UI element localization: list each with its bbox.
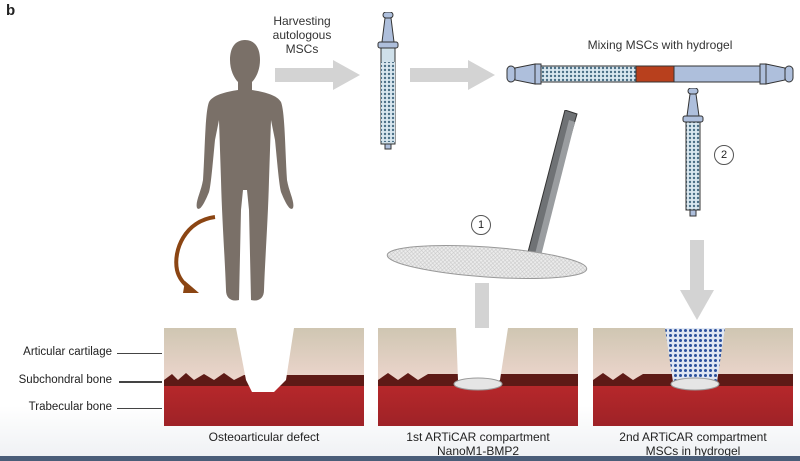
caption-line: 2nd ARTiCAR compartment	[619, 430, 767, 444]
syringe-hydrogel-icon	[682, 88, 704, 217]
arrow-right-icon	[275, 60, 360, 90]
tissue-panel-second-compartment	[593, 328, 793, 426]
label-trabecular-bone: Trabecular bone	[28, 401, 112, 413]
arrow-right-icon	[410, 60, 495, 90]
human-silhouette-icon	[196, 40, 294, 301]
leader-line	[117, 353, 162, 354]
step-1-number: 1	[471, 215, 491, 235]
caption-line: Osteoarticular defect	[208, 430, 320, 444]
forceps-icon	[526, 110, 578, 259]
caption-line: MSCs in hydrogel	[645, 444, 741, 458]
syringe-msc-icon	[377, 12, 399, 150]
harvest-label-line: Harvesting	[273, 14, 331, 28]
harvest-label: Harvesting autologous MSCs	[262, 14, 342, 56]
caption-first-compartment: 1st ARTiCAR compartment NanoM1-BMP2	[378, 430, 578, 458]
tissue-panel-defect	[164, 328, 364, 426]
caption-osteoarticular-defect: Osteoarticular defect	[164, 430, 364, 444]
caption-line: NanoM1-BMP2	[436, 444, 520, 458]
caption-line: 1st ARTiCAR compartment	[406, 430, 550, 444]
harvest-label-line: autologous	[272, 28, 332, 42]
panel-letter: b	[6, 2, 16, 19]
tissue-panel-first-compartment	[378, 328, 578, 426]
leader-line	[117, 408, 162, 409]
label-articular-cartilage: Articular cartilage	[23, 346, 112, 358]
curved-arrow-icon	[174, 215, 216, 293]
label-subchondral-bone: Subchondral bone	[18, 374, 112, 386]
step-2-number: 2	[714, 145, 734, 165]
mixing-label: Mixing MSCs with hydrogel	[587, 38, 733, 52]
mixing-syringes-icon	[506, 63, 794, 85]
harvest-label-line: MSCs	[285, 42, 319, 56]
scaffold-disk-icon	[386, 244, 588, 280]
leader-line	[119, 381, 162, 383]
arrow-down-icon	[680, 240, 714, 320]
bottom-border	[0, 456, 800, 461]
caption-second-compartment: 2nd ARTiCAR compartment MSCs in hydrogel	[593, 430, 793, 458]
